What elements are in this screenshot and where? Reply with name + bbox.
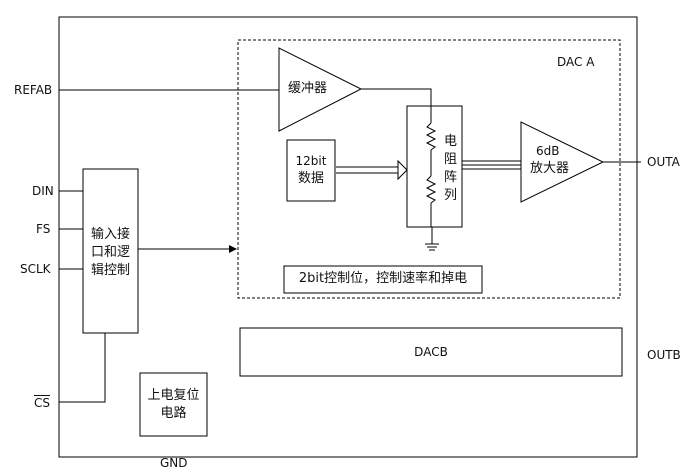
pin-din-label: DIN — [32, 184, 54, 198]
resistor-1 — [425, 122, 437, 151]
dac-a-region — [237, 39, 621, 299]
buffer-label: 缓冲器 — [288, 81, 328, 96]
chip-outline — [58, 16, 638, 458]
input-interface-line-1: 输入接 — [90, 227, 130, 242]
resistor-array-char-4: 列 — [444, 188, 458, 203]
pin-outa-label: OUTA — [647, 155, 680, 169]
resistor-2 — [425, 175, 437, 204]
input-interface-line-2: 口和逻 — [90, 245, 130, 260]
dac-a-label: DAC A — [557, 55, 595, 69]
pin-outb-label: OUTB — [647, 348, 681, 362]
pin-sclk-label: SCLK — [20, 262, 51, 276]
pin-fs-label: FS — [36, 222, 51, 236]
amplifier-triangle — [520, 121, 605, 203]
resistor-array-char-1: 电 — [444, 134, 458, 149]
resistor-array-box — [406, 105, 463, 228]
data-12bit-label-1: 12bit — [295, 154, 327, 168]
buffer-out-wire — [361, 88, 432, 106]
data-12bit-box — [286, 139, 336, 202]
por-box — [139, 372, 208, 437]
pin-gnd-label: GND — [160, 456, 188, 470]
input-interface-line-3: 辑控制 — [90, 263, 130, 278]
por-line-2: 电路 — [160, 406, 187, 421]
amp-name-label: 放大器 — [530, 161, 570, 176]
input-interface-box — [82, 168, 139, 334]
control-bits-box — [283, 265, 483, 294]
pin-refab-label: REFAB — [14, 83, 53, 97]
dacb-box — [239, 327, 623, 377]
cs-wire — [59, 333, 106, 403]
resistor-array-char-3: 阵 — [444, 170, 458, 185]
dacb-label: DACB — [414, 345, 448, 359]
resistor-array-char-2: 阻 — [444, 152, 458, 167]
por-line-1: 上电复位 — [147, 388, 200, 403]
control-bits-label: 2bit控制位，控制速率和掉电 — [298, 271, 468, 286]
pin-cs-label: CS — [34, 396, 50, 410]
data-12bit-label-2: 数据 — [297, 171, 324, 186]
amp-gain-label: 6dB — [536, 144, 560, 158]
data-bus-arrowhead — [397, 159, 408, 181]
buffer-triangle — [278, 47, 363, 132]
